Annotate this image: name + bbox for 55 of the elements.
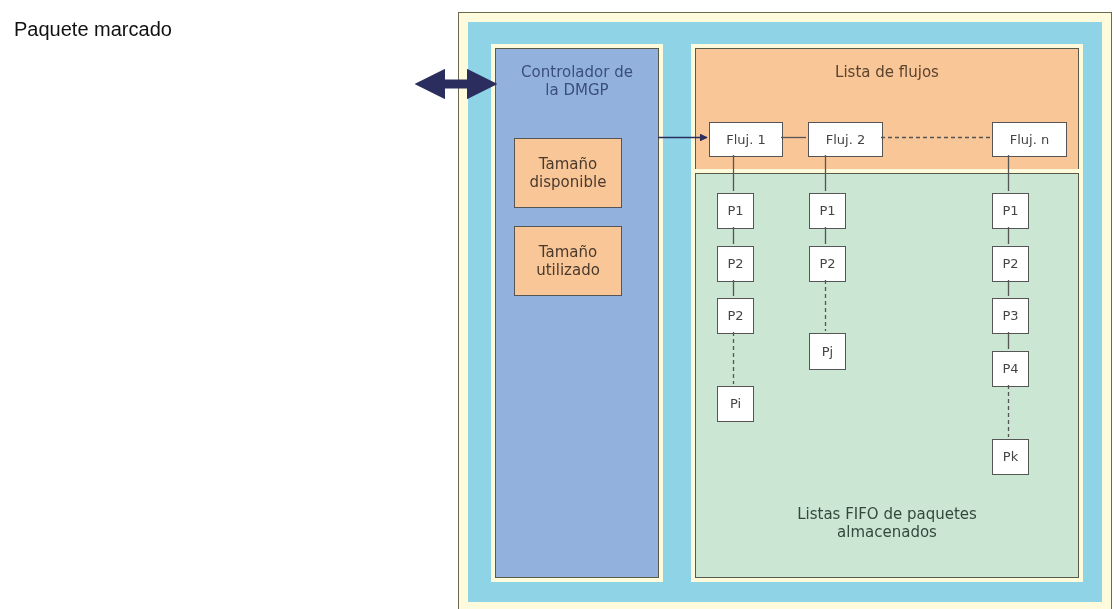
box-label: P1: [819, 203, 836, 219]
box-label: Tamaño utilizado: [535, 243, 601, 279]
box-label: P2: [727, 308, 744, 324]
packet-box: [992, 193, 1029, 229]
flow-box: [709, 122, 783, 157]
box-label: Tamaño disponible: [528, 155, 608, 191]
arrow: [657, 133, 708, 142]
connector-line: [732, 279, 735, 297]
connector-line: [1007, 331, 1010, 350]
packet-box: [717, 298, 754, 334]
box-label: P1: [1002, 203, 1019, 219]
box-label: P2: [819, 256, 836, 272]
connector-line: [732, 154, 735, 192]
box-label: Fluj. n: [1009, 131, 1050, 148]
arrow: [414, 68, 498, 100]
panel-title: Lista de flujos: [835, 63, 939, 81]
packet-box: [992, 246, 1029, 282]
connector-line: [780, 136, 807, 139]
size-box: [514, 138, 622, 208]
box-label: P2: [1002, 256, 1019, 272]
connector-line: [1007, 384, 1010, 438]
connector-line: [732, 226, 735, 245]
packet-box: [809, 246, 846, 282]
flow-box: [992, 122, 1067, 157]
box-label: Fluj. 1: [726, 131, 766, 148]
panel-title: Controlador de la DMGP: [520, 63, 634, 99]
connector-line: [1007, 154, 1010, 192]
packet-box: [809, 333, 846, 370]
outer-frame: [458, 12, 1112, 609]
box-label: P2: [727, 256, 744, 272]
connector-line: [824, 226, 827, 245]
packet-box: [717, 193, 754, 229]
size-box: [514, 226, 622, 296]
box-label: Pi: [729, 396, 742, 412]
packet-box: [717, 386, 754, 422]
packet-box: [717, 246, 754, 282]
box-label: P4: [1002, 361, 1019, 377]
diagram-label: Paquete marcado: [14, 18, 172, 41]
packet-box: [809, 193, 846, 229]
connector-line: [1007, 226, 1010, 245]
connector-line: [824, 154, 827, 192]
box-label: P3: [1002, 308, 1019, 324]
flow-box: [808, 122, 883, 157]
panel-title: Listas FIFO de paquetes almacenados: [796, 505, 978, 541]
connector-line: [824, 279, 827, 332]
connector-line: [732, 331, 735, 385]
packet-box: [992, 298, 1029, 334]
box-label: Pj: [821, 343, 834, 360]
connector-line: [1007, 279, 1010, 297]
box-label: Fluj. 2: [825, 131, 866, 148]
connector-line: [880, 136, 991, 139]
packet-box: [992, 351, 1029, 387]
box-label: P1: [727, 203, 744, 219]
box-label: Pk: [1002, 449, 1019, 465]
packet-box: [992, 439, 1029, 475]
